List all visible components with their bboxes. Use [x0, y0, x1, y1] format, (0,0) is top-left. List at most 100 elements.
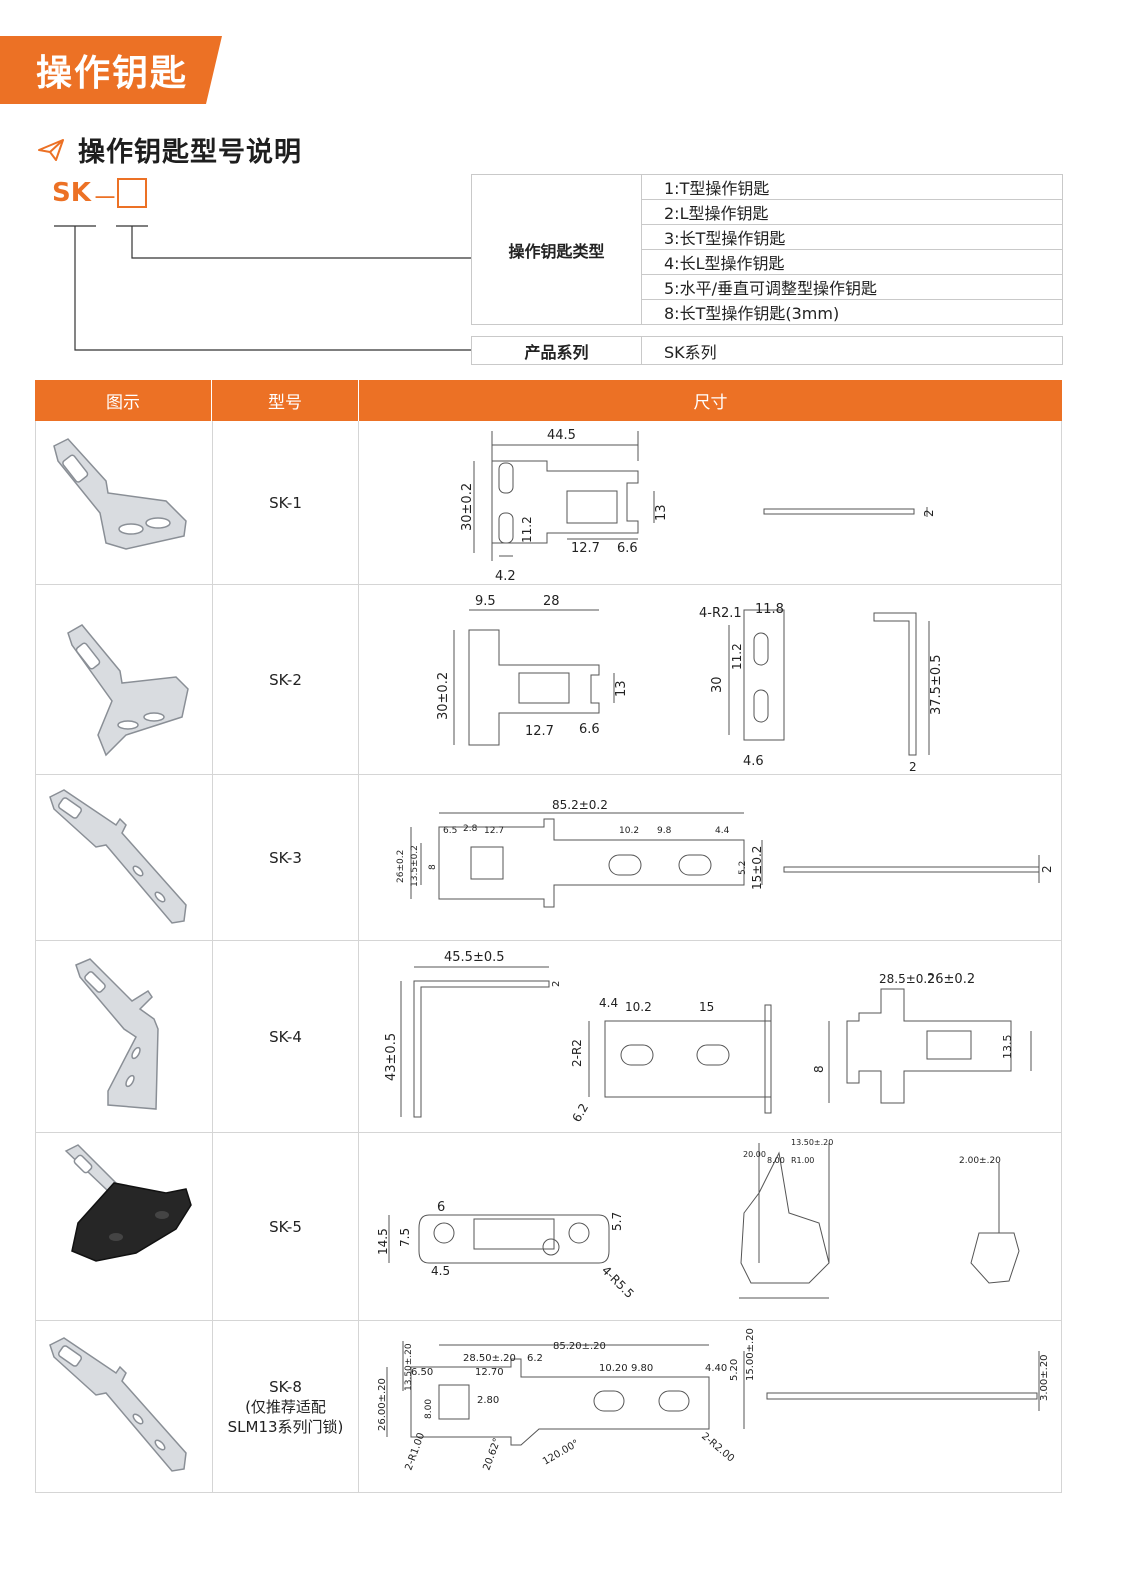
dim-label: 2.8: [463, 824, 478, 834]
dim-label: 8.00: [424, 1399, 434, 1419]
dim-label: 30±0.2: [436, 672, 451, 720]
dim-label: 2-R2: [570, 1039, 584, 1067]
leader-lines: [54, 225, 471, 351]
dim-label: 12.7: [525, 724, 554, 739]
dim-label: 13.5: [1001, 1035, 1014, 1060]
dim-label: 2: [922, 509, 936, 517]
dim-label: 2.80: [477, 1395, 499, 1406]
dim-label: 45.5±0.5: [444, 950, 505, 965]
dim-label: 4-R2.1: [699, 606, 742, 621]
dim-label: 15±0.2: [750, 846, 764, 890]
dim-label: 6.50: [411, 1367, 433, 1378]
dim-label: 4.2: [495, 569, 516, 584]
dim-label: 120.00°: [541, 1438, 581, 1468]
table-row: SK-1: [35, 421, 1062, 585]
model-cell: SK-8 (仅推荐适配 SLM13系列门锁): [213, 1321, 360, 1492]
key-illustration: [36, 421, 213, 584]
dim-label: 2-R1.00: [404, 1431, 428, 1472]
dim-label: 9.8: [657, 826, 672, 836]
dim-label: 6.5: [443, 826, 457, 836]
dimension-drawing: 9.5 28 30±0.2 12.7 6.6 13 4-R2.1 11.8 11…: [359, 585, 1061, 774]
dim-label: 6.2: [570, 1101, 592, 1125]
series-value: SK系列: [641, 336, 1063, 365]
dim-label: 85.2±0.2: [552, 798, 608, 812]
dim-label: 13.50±.20: [791, 1138, 833, 1147]
dim-label: 10.2: [625, 1000, 652, 1014]
dim-label: 4.40: [705, 1363, 727, 1374]
type-label: 操作钥匙类型: [471, 174, 642, 325]
dim-label: 11.2: [520, 516, 534, 543]
dim-label: 6: [437, 1200, 445, 1215]
table-row: SK-8 (仅推荐适配 SLM13系列门锁) 13.50±.20: [35, 1321, 1062, 1493]
key-illustration: [36, 1133, 213, 1320]
dim-label: 4.4: [599, 996, 618, 1010]
dim-label: 7.5: [398, 1228, 412, 1247]
table-row: SK-5 6 14.5: [35, 1133, 1062, 1321]
dim-label: 43±0.5: [384, 1033, 399, 1081]
model-cell: SK-4: [213, 941, 360, 1132]
model-name: SK-8: [269, 1377, 302, 1396]
model-name: SK-2: [269, 670, 302, 689]
model-cell: SK-3: [213, 775, 360, 940]
type-item: 4:长L型操作钥匙: [641, 249, 1063, 275]
dim-label: 85.20±.20: [553, 1341, 606, 1352]
dim-label: 12.7: [484, 826, 504, 836]
dim-label: 26.00±.20: [377, 1378, 388, 1431]
header-model: 型号: [212, 380, 359, 421]
product-table: 图示 型号 尺寸 SK-1: [35, 380, 1062, 1493]
dimension-drawing: 44.5 30±0.2 11.2 12.7 6.6 13 4.2 2: [359, 421, 1061, 584]
dim-label: 26±0.2: [927, 972, 975, 987]
dim-label: 11.8: [755, 602, 784, 617]
dim-label: 15.00±.20: [745, 1328, 756, 1381]
code-placeholder-box: [117, 178, 147, 208]
table-row: SK-3 85.2±0.2 6.5 2.8 1: [35, 775, 1062, 941]
section-heading: 操作钥匙型号说明: [38, 130, 302, 169]
table-row: SK-2 9.5 28 30±0.2: [35, 585, 1062, 775]
type-item: 5:水平/垂直可调整型操作钥匙: [641, 274, 1063, 300]
model-note: (仅推荐适配 SLM13系列门锁): [227, 1397, 344, 1436]
model-cell: SK-2: [213, 585, 360, 774]
dim-label: 37.5±0.5: [929, 654, 944, 715]
table-row: SK-4 45.5±0.5 43±: [35, 941, 1062, 1133]
dim-label: 5.20: [729, 1359, 740, 1381]
code-prefix: SK: [52, 178, 91, 208]
key-illustration: [36, 941, 213, 1132]
model-name: SK-3: [269, 848, 302, 867]
series-table: 产品系列 SK系列: [471, 336, 1063, 365]
model-cell: SK-1: [213, 421, 360, 584]
type-explanation-table: 操作钥匙类型 1:T型操作钥匙 2:L型操作钥匙 3:长T型操作钥匙 4:长L型…: [471, 174, 1063, 325]
dim-label: 6.6: [617, 541, 638, 556]
table-header: 图示 型号 尺寸: [35, 380, 1062, 421]
dim-label: 10.2: [619, 826, 639, 836]
dim-label: 3.00±.20: [1039, 1354, 1050, 1401]
dim-label: 2.00±.20: [959, 1156, 1001, 1166]
header-dimensions: 尺寸: [693, 393, 728, 413]
series-label: 产品系列: [471, 336, 642, 365]
dim-label: 5.7: [610, 1212, 624, 1231]
paper-plane-icon: [38, 138, 64, 161]
dim-label: 20.00: [743, 1150, 766, 1159]
code-dash: －: [92, 184, 119, 214]
dim-label: 2: [909, 760, 917, 774]
dimension-drawing: 45.5±0.5 43±0.5 2 4.4 10.2 15 2-R2 6.2 2…: [359, 941, 1061, 1132]
dim-label: 2: [1040, 865, 1054, 873]
dim-label: 30±0.2: [460, 483, 475, 531]
type-item: 3:长T型操作钥匙: [641, 224, 1063, 250]
dim-label: 30: [710, 676, 725, 693]
page-title: 操作钥匙: [36, 53, 189, 94]
dim-label: 4.5: [431, 1264, 450, 1278]
dim-label: 13.50±.20: [404, 1343, 414, 1391]
dim-label: 6.6: [579, 722, 600, 737]
dim-label: 4.4: [715, 826, 730, 836]
section-heading-text: 操作钥匙型号说明: [78, 137, 302, 168]
dim-label: 12.70: [475, 1367, 504, 1378]
dim-label: R1.00: [791, 1156, 814, 1165]
dim-label: 28.50±.20: [463, 1353, 516, 1364]
dim-label: 44.5: [547, 428, 576, 443]
dim-label: 4-R5.5: [599, 1263, 637, 1301]
dim-label: 9.5: [475, 594, 496, 609]
model-cell: SK-5: [213, 1133, 360, 1320]
dim-label: 26±0.2: [396, 850, 406, 883]
header-illustration: 图示: [35, 380, 212, 421]
dim-label: 20.62°: [482, 1437, 504, 1472]
